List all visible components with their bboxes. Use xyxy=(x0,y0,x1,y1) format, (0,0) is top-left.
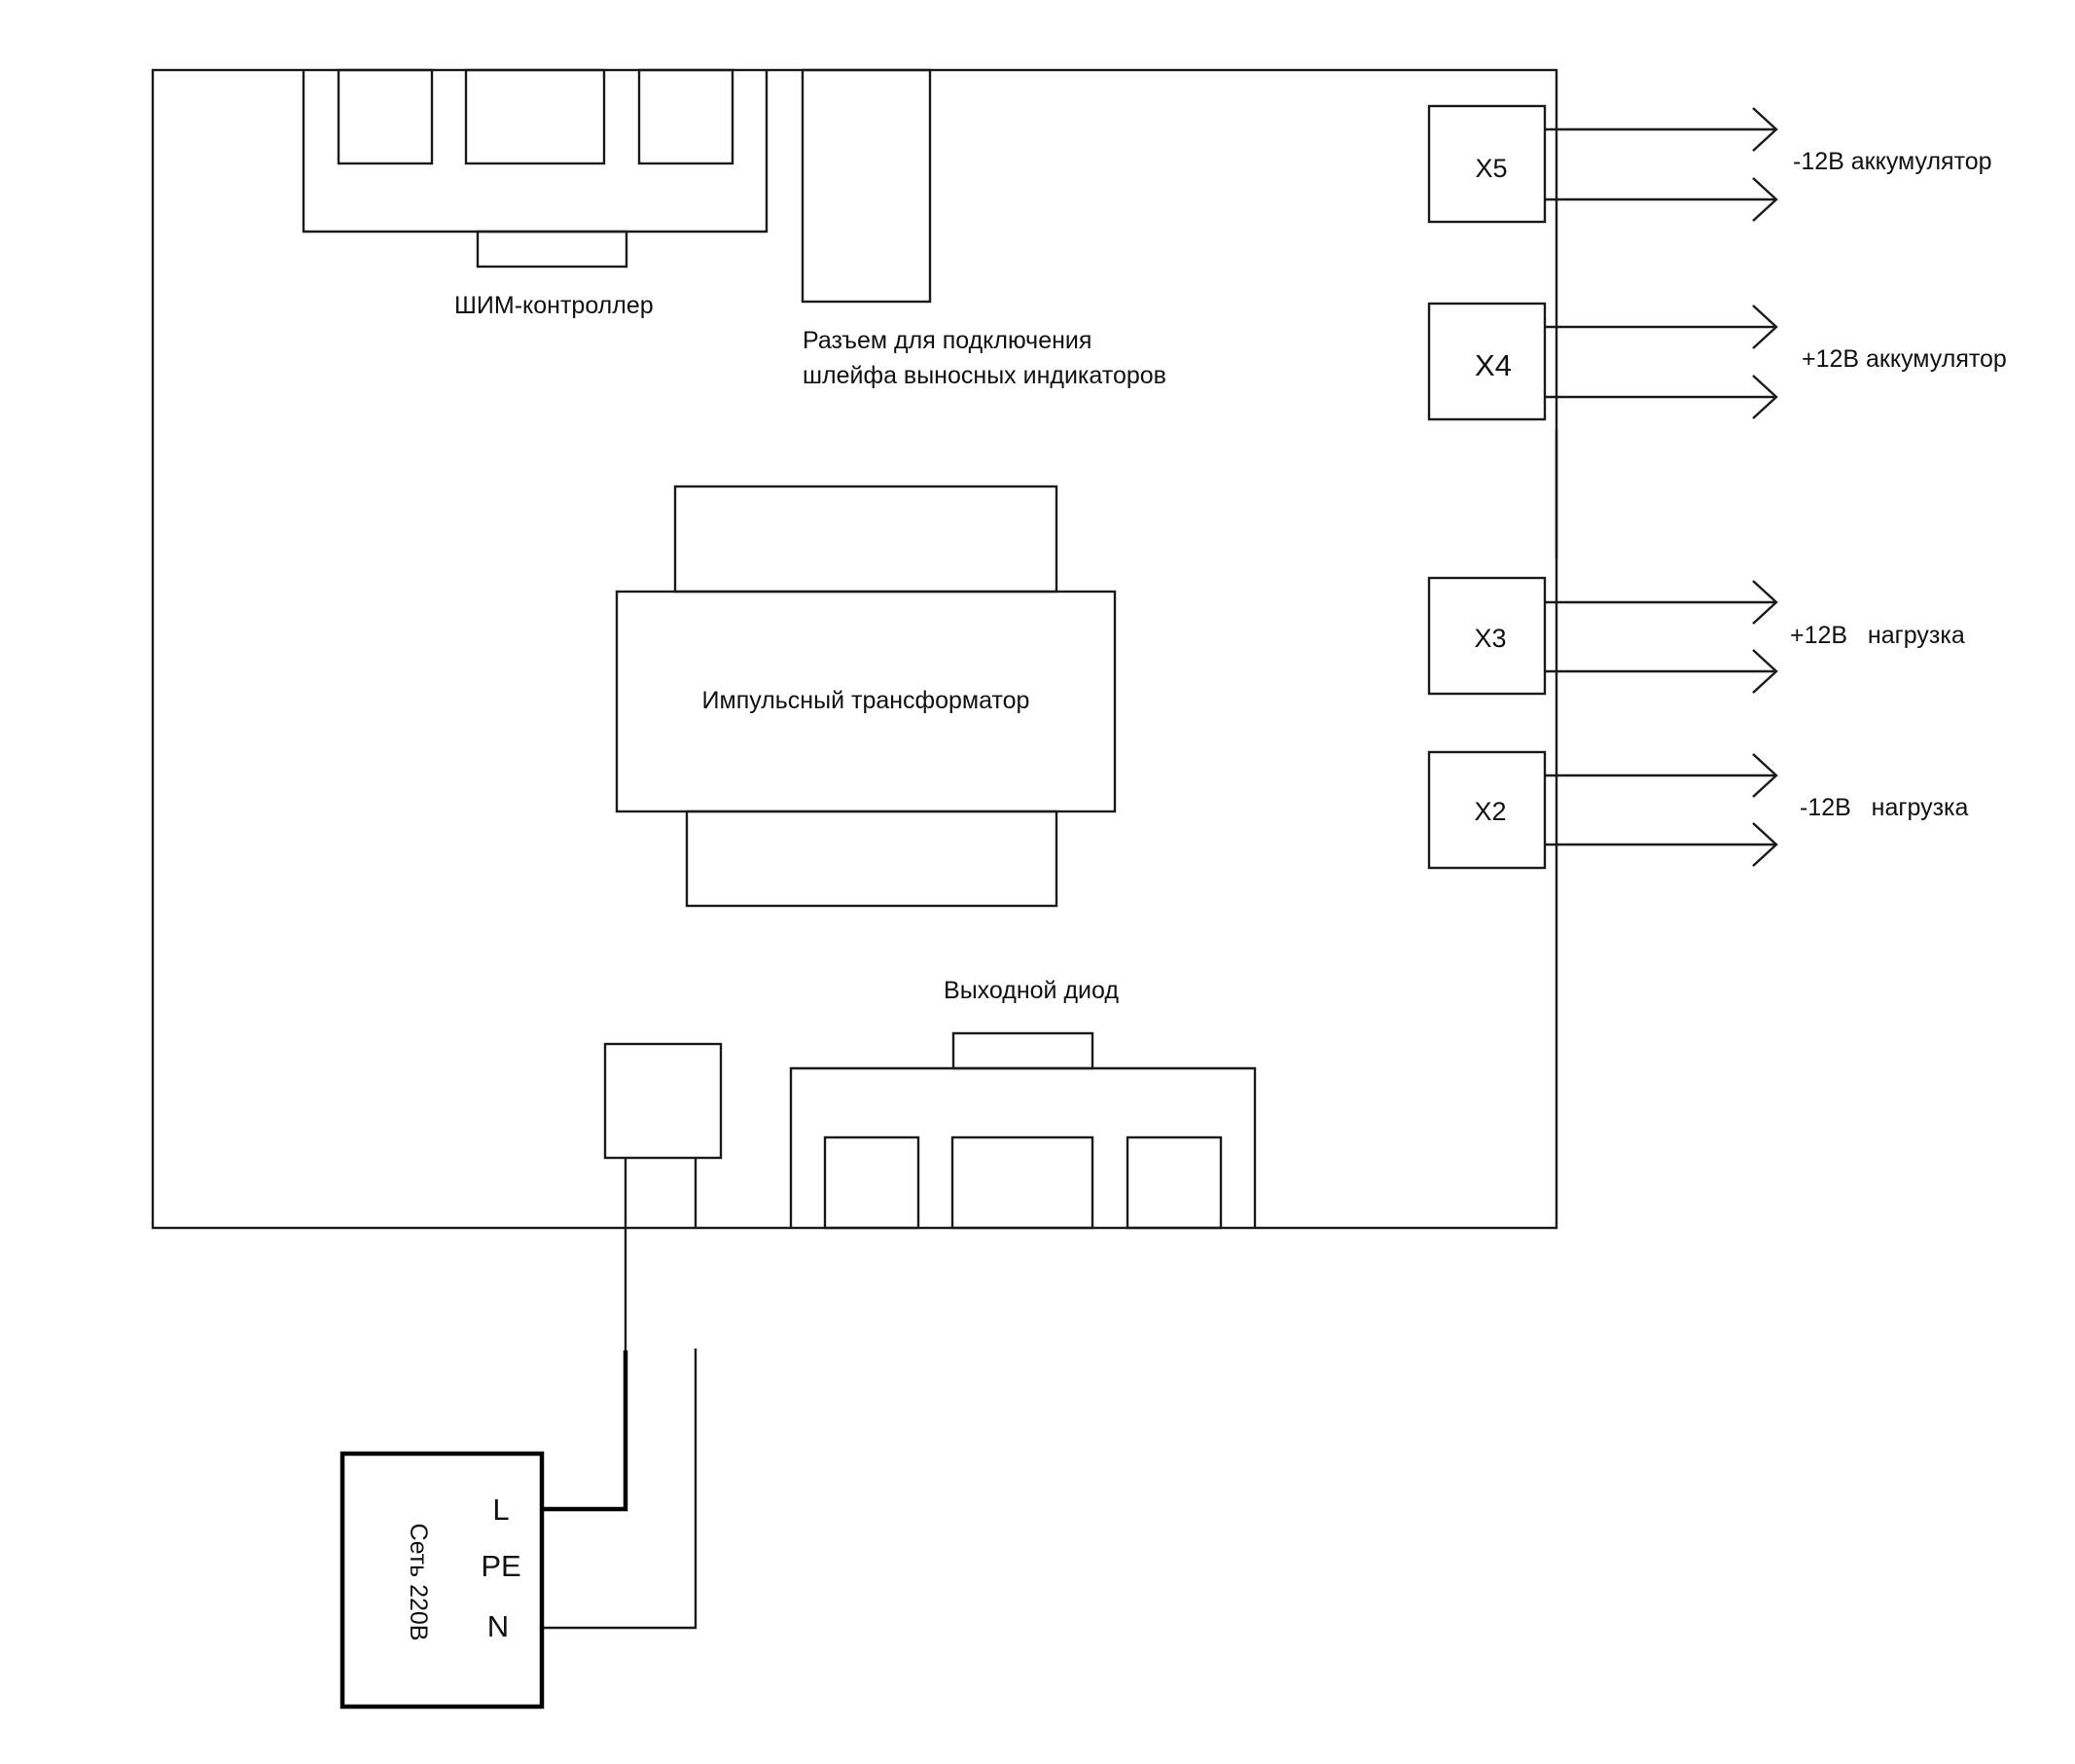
output-diode-label: Выходной диод xyxy=(944,977,1119,1004)
mains-wiring xyxy=(542,1158,698,1630)
output-diode xyxy=(789,1031,1257,1230)
indicator-connector-label-line1: Разъем для подключения xyxy=(803,327,1091,354)
mains-title: Сеть 220В xyxy=(405,1524,432,1641)
pulse-transformer xyxy=(615,485,1117,908)
terminal-x5-name: X5 xyxy=(1475,154,1507,183)
pwm-controller xyxy=(302,68,769,269)
terminal-x2-output: -12В нагрузка xyxy=(1800,794,1969,821)
terminal-x5-output: -12В аккумулятор xyxy=(1793,148,1992,175)
indicator-connector-label-line2: шлейфа выносных индикаторов xyxy=(803,362,1166,389)
input-connector xyxy=(603,1042,723,1160)
terminal-x3-output: +12В нагрузка xyxy=(1790,622,1965,649)
terminal-x3-name: X3 xyxy=(1474,624,1506,653)
terminal-x3: X3 +12В нагрузка xyxy=(1427,576,1965,696)
pulse-transformer-label: Импульсный трансформатор xyxy=(702,687,1030,714)
pwm-controller-label: ШИМ-контроллер xyxy=(454,292,654,319)
terminal-x4: X4 +12В аккумулятор xyxy=(1427,302,2007,421)
board-outline xyxy=(151,68,1558,1230)
mains-box xyxy=(340,1451,545,1710)
terminal-x5: X5 -12В аккумулятор xyxy=(1427,104,1992,224)
mains-pin-n: N xyxy=(487,1609,509,1643)
terminal-x4-output: +12В аккумулятор xyxy=(1802,345,2007,373)
terminal-x4-name: X4 xyxy=(1475,348,1512,382)
mains-pin-pe: PE xyxy=(481,1549,520,1583)
mains-pin-l: L xyxy=(492,1493,509,1527)
indicator-connector xyxy=(801,68,932,304)
terminal-x2-name: X2 xyxy=(1474,797,1506,826)
terminal-x2: X2 -12В нагрузка xyxy=(1427,750,1969,870)
